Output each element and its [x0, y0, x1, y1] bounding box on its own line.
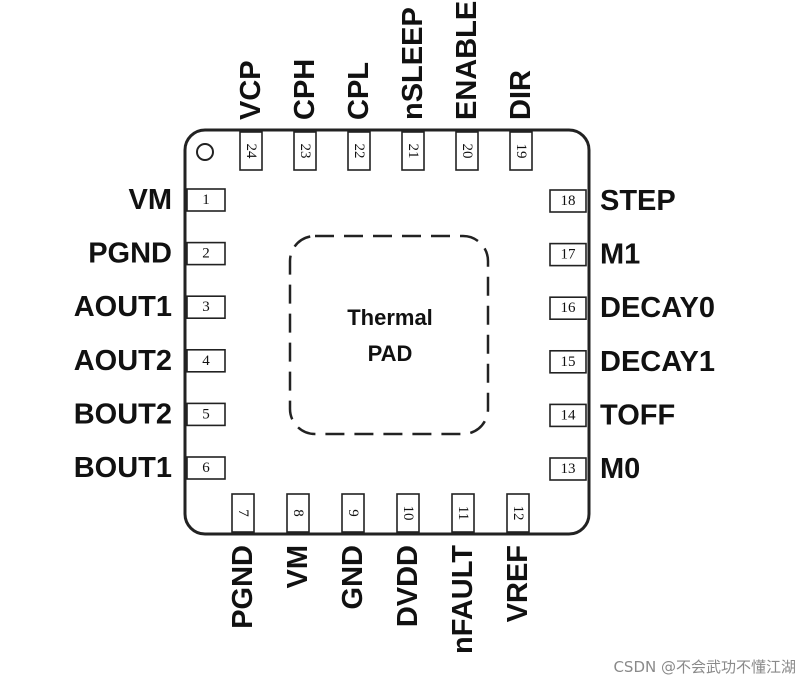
- pin-22-number: 22: [351, 144, 367, 159]
- pin-6-number: 6: [202, 460, 210, 476]
- pin-8-pad: [286, 493, 310, 533]
- pin-15-label: DECAY1: [600, 346, 715, 378]
- pin-18-label: STEP: [600, 185, 676, 217]
- pin-16-pad: [549, 296, 587, 321]
- pin-4-label: AOUT2: [74, 345, 172, 377]
- pin-10-number: 10: [400, 506, 416, 521]
- pin-3-number: 3: [202, 299, 210, 315]
- pin-1-number: 1: [202, 192, 210, 208]
- pin-2-number: 2: [202, 246, 210, 262]
- right-pins: 13 M0 14 TOFF 15 DECAY1 16 DECAY0 17 M1 18 STEP: [549, 185, 715, 485]
- pin-5-label: BOUT2: [74, 398, 172, 430]
- pin-7-pad: [231, 493, 255, 533]
- pin-2-pad: [186, 241, 226, 266]
- thermal-pad: [288, 234, 490, 436]
- chip-body: [183, 128, 591, 536]
- pin-11-number: 11: [455, 506, 471, 520]
- pin-11-label: nFAULT: [447, 545, 479, 654]
- pin-19-pad: [509, 131, 533, 171]
- pin-14-number: 14: [561, 407, 577, 423]
- pin-20-number: 20: [459, 144, 475, 159]
- pin-13-pad: [549, 457, 587, 481]
- pin-4-number: 4: [202, 353, 210, 369]
- thermal-pad-label-1: Thermal: [347, 305, 433, 330]
- pin-19-label: DIR: [505, 70, 537, 120]
- pin-13-label: M0: [600, 453, 640, 485]
- pin-9-number: 9: [345, 509, 361, 517]
- pin-16-label: DECAY0: [600, 292, 715, 324]
- pin-6-label: BOUT1: [74, 452, 172, 484]
- pin-1-pad: [186, 188, 226, 212]
- pin-5-pad: [186, 402, 226, 427]
- pin-22-pad: [347, 131, 371, 171]
- pin-10-pad: [396, 493, 420, 533]
- pin-17-pad: [549, 242, 587, 267]
- pin-14-label: TOFF: [600, 399, 675, 431]
- top-pins: 19 DIR 20 ENABLE 21 nSLEEP 22 CPL 23 CPH 24 VCP: [235, 1, 537, 171]
- pin-23-number: 23: [297, 144, 313, 159]
- pin-12-label: VREF: [502, 545, 534, 622]
- pin-5-number: 5: [202, 406, 210, 422]
- pin-2-label: PGND: [88, 238, 172, 270]
- pin-3-pad: [186, 295, 226, 320]
- pin-15-number: 15: [561, 354, 576, 370]
- pin-12-number: 12: [510, 506, 526, 521]
- pin-16-number: 16: [561, 300, 577, 316]
- pin-15-pad: [549, 349, 587, 374]
- pin1-marker: [196, 143, 214, 161]
- pin-21-pad: [401, 131, 425, 171]
- pin-9-pad: [341, 493, 365, 533]
- pin-1-label: VM: [129, 184, 173, 216]
- pin-10-label: DVDD: [392, 545, 424, 627]
- thermal-pad-label-2: PAD: [368, 341, 413, 366]
- pin-21-label: nSLEEP: [397, 7, 429, 120]
- pin-3-label: AOUT1: [74, 291, 172, 323]
- pin-24-pad: [239, 131, 263, 171]
- watermark: CSDN @不会武功不懂江湖: [613, 658, 796, 676]
- pin-7-label: PGND: [227, 545, 259, 629]
- pin-9-label: GND: [337, 545, 369, 609]
- pin-18-number: 18: [561, 193, 576, 209]
- pin-23-pad: [293, 131, 317, 171]
- pin-20-label: ENABLE: [451, 1, 483, 120]
- pin-7-number: 7: [235, 509, 251, 517]
- pin-6-pad: [186, 456, 226, 480]
- pin-23-label: CPH: [289, 59, 321, 120]
- pin-17-number: 17: [561, 247, 577, 263]
- pin-18-pad: [549, 189, 587, 213]
- pin-8-number: 8: [290, 509, 306, 517]
- pin-14-pad: [549, 403, 587, 428]
- left-pins: 1 VM 2 PGND 3 AOUT1 4 AOUT2 5 BOUT2 6 BOUT1: [74, 184, 226, 484]
- pin-11-pad: [451, 493, 475, 533]
- pin-21-number: 21: [405, 144, 421, 159]
- pin-12-pad: [506, 493, 530, 533]
- pin-19-number: 19: [513, 144, 529, 159]
- pin-4-pad: [186, 348, 226, 373]
- pin-24-label: VCP: [235, 60, 267, 120]
- pin-13-number: 13: [561, 461, 576, 477]
- pin-17-label: M1: [600, 239, 640, 271]
- pin-8-label: VM: [282, 545, 314, 589]
- pin-24-number: 24: [243, 144, 259, 160]
- pin-20-pad: [455, 131, 479, 171]
- pin-22-label: CPL: [343, 62, 375, 120]
